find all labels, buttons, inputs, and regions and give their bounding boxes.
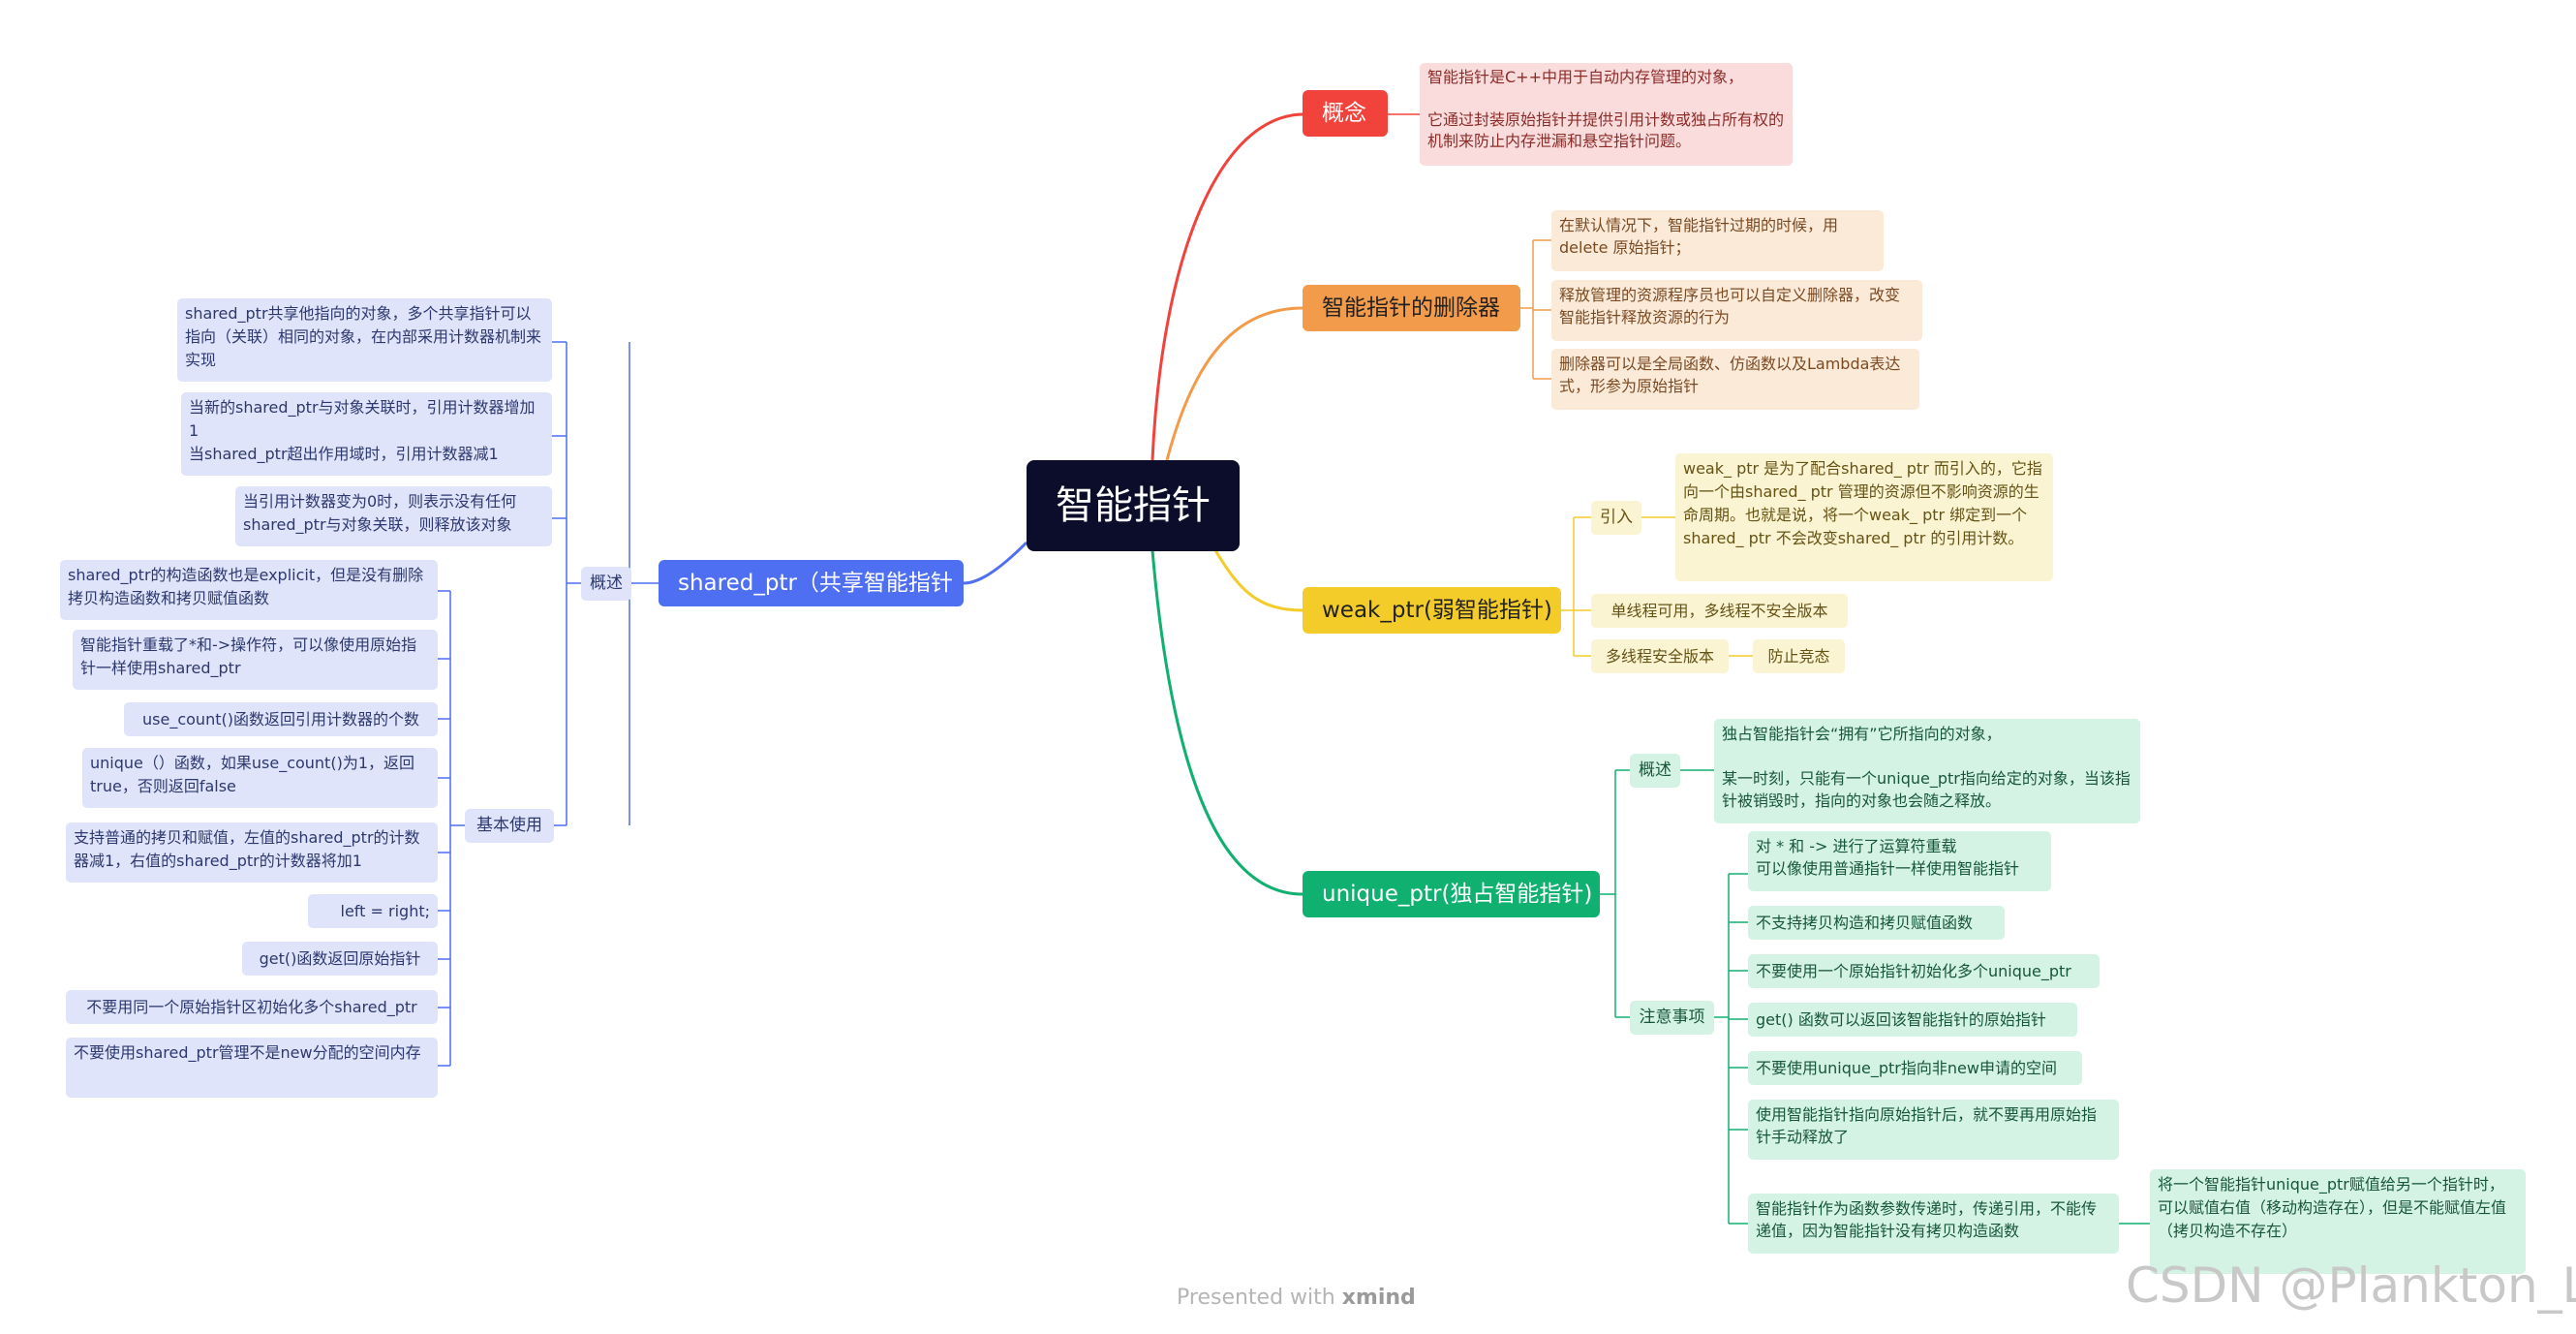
shared-usage-item: 不要用同一个原始指针区初始化多个shared_ptr (66, 990, 438, 1024)
shared-usage-item: left = right; (308, 894, 438, 928)
shared-usage-label[interactable]: 基本使用 (465, 809, 554, 843)
shared-usage-item: shared_ptr的构造函数也是explicit，但是没有删除拷贝构造函数和拷… (60, 560, 438, 620)
deleter-item: 释放管理的资源程序员也可以自定义删除器，改变智能指针释放资源的行为 (1551, 280, 1922, 341)
presented-with-footer: Presented with xmind (1177, 1286, 1416, 1310)
unique-note-detail: 将一个智能指针unique_ptr赋值给另一个指针时， 可以赋值右值（移动构造存… (2150, 1169, 2526, 1274)
presented-text: Presented with (1177, 1286, 1335, 1310)
unique-note: get() 函数可以返回该智能指针的原始指针 (1748, 1003, 2077, 1037)
branch-unique-ptr[interactable]: unique_ptr(独占智能指针) (1303, 871, 1600, 917)
shared-usage-item: use_count()函数返回引用计数器的个数 (124, 702, 438, 736)
unique-note: 不要使用unique_ptr指向非new申请的空间 (1748, 1051, 2082, 1085)
xmind-brand: xmind (1341, 1286, 1416, 1310)
branch-weak-ptr[interactable]: weak_ptr(弱智能指针) (1303, 587, 1561, 634)
unique-note: 智能指针作为函数参数传递时，传递引用，不能传递值，因为智能指针没有拷贝构造函数 (1748, 1194, 2119, 1254)
unique-overview-text: 独占智能指针会“拥有”它所指向的对象， 某一时刻，只能有一个unique_ptr… (1714, 719, 2140, 823)
branch-deleter[interactable]: 智能指针的删除器 (1303, 285, 1520, 331)
branch-shared-ptr[interactable]: shared_ptr（共享智能指针 (659, 560, 964, 606)
shared-overview-item: 当引用计数器变为0时，则表示没有任何shared_ptr与对象关联，则释放该对象 (235, 486, 552, 546)
unique-note: 使用智能指针指向原始指针后，就不要再用原始指针手动释放了 (1748, 1100, 2119, 1160)
unique-notes-label[interactable]: 注意事项 (1630, 1001, 1714, 1035)
shared-usage-item: 智能指针重载了*和->操作符，可以像使用原始指针一样使用shared_ptr (73, 630, 438, 690)
shared-overview-item: shared_ptr共享他指向的对象，多个共享指针可以指向（关联）相同的对象，在… (177, 298, 552, 382)
unique-overview-label[interactable]: 概述 (1630, 754, 1680, 788)
shared-overview-item: 当新的shared_ptr与对象关联时，引用计数器增加1 当shared_ptr… (181, 392, 552, 476)
weak-race-prevention: 防止竞态 (1753, 639, 1845, 673)
unique-note: 对 * 和 -> 进行了运算符重载 可以像使用普通指针一样使用智能指针 (1748, 831, 2051, 891)
csdn-watermark: CSDN @Plankton_Li (2126, 1257, 2576, 1314)
concept-detail: 智能指针是C++中用于自动内存管理的对象， 它通过封装原始指针并提供引用计数或独… (1420, 63, 1793, 166)
unique-note: 不支持拷贝构造和拷贝赋值函数 (1748, 906, 2005, 940)
weak-multi-thread: 多线程安全版本 (1591, 639, 1729, 673)
shared-usage-item: get()函数返回原始指针 (242, 942, 438, 976)
root-topic[interactable]: 智能指针 (1027, 460, 1240, 551)
weak-intro-text: weak_ ptr 是为了配合shared_ ptr 而引入的，它指向一个由sh… (1675, 453, 2053, 581)
weak-single-thread: 单线程可用，多线程不安全版本 (1591, 594, 1848, 628)
shared-usage-item: 不要使用shared_ptr管理不是new分配的空间内存 (66, 1038, 438, 1098)
shared-usage-item: unique（）函数，如果use_count()为1，返回true，否则返回fa… (82, 748, 438, 808)
shared-usage-item: 支持普通的拷贝和赋值，左值的shared_ptr的计数器减1，右值的shared… (66, 822, 438, 883)
deleter-item: 删除器可以是全局函数、仿函数以及Lambda表达式，形参为原始指针 (1551, 349, 1919, 410)
deleter-item: 在默认情况下，智能指针过期的时候，用delete 原始指针； (1551, 210, 1884, 271)
unique-note: 不要使用一个原始指针初始化多个unique_ptr (1748, 954, 2100, 988)
weak-intro-label[interactable]: 引入 (1591, 501, 1641, 535)
shared-overview-label[interactable]: 概述 (581, 567, 631, 601)
branch-concept[interactable]: 概念 (1303, 90, 1388, 137)
